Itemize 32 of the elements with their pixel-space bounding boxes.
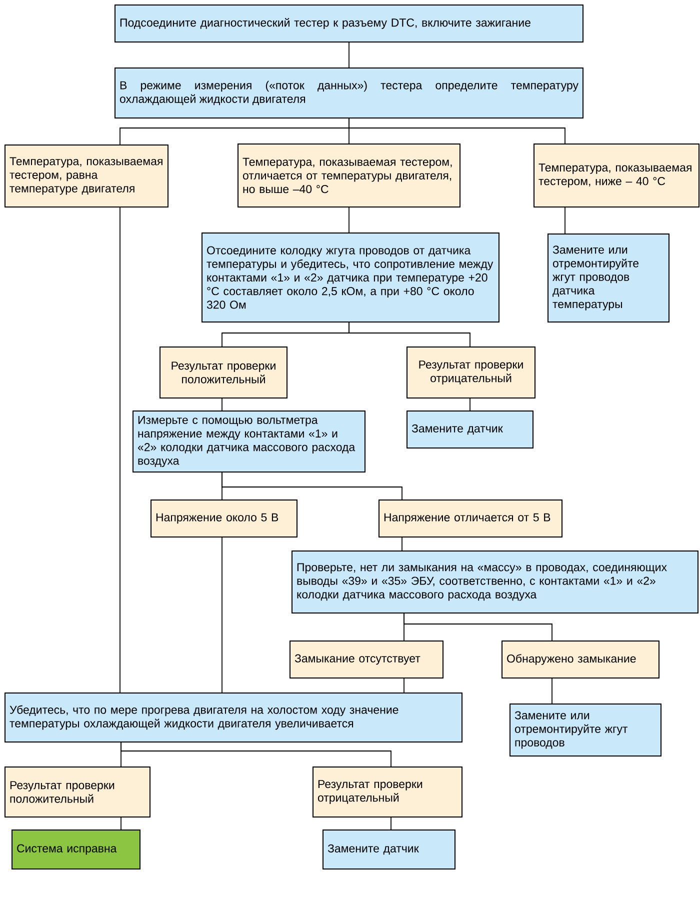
connector-line — [222, 472, 402, 500]
process-box: Проверьте, нет ли замыкания на «массу» в проводах, соединяющих выводы «39» и «35» ЭБУ, соответственно, с контактами «1» и «2» колодки датчика массового расхода воздуха — [292, 550, 698, 614]
connector-line — [348, 206, 350, 234]
process-box: Замените датчик — [406, 410, 534, 448]
condition-box: Результат проверки отрицательный — [406, 346, 536, 398]
condition-box: Напряжение около 5 В — [150, 500, 298, 538]
connector-line — [404, 612, 552, 642]
condition-box: Обнаружено замыкание — [502, 640, 660, 678]
condition-box: Напряжение отличается от 5 В — [378, 500, 562, 538]
connector-line — [348, 42, 350, 68]
connector-line — [348, 118, 566, 144]
connector-line — [120, 742, 392, 768]
process-box: Замените или отремонтируйте жгут проводов — [510, 704, 662, 756]
condition-box: Замыкание отсутствует — [290, 640, 444, 678]
condition-box: Температура, показываемая тестером, равна температуре двигателя — [4, 144, 168, 208]
connector-line — [390, 816, 392, 830]
condition-box: Результат проверки положительный — [160, 346, 288, 398]
condition-box: Температура, показываемая тестером, ниже – 40 °C — [534, 144, 700, 208]
process-box: Замените или отремонтируйте жгут проводов датчика температуры — [548, 234, 670, 322]
condition-box: Результат проверки отрицательный — [312, 766, 462, 818]
condition-box: Результат проверки положительный — [4, 766, 150, 818]
process-box: Подсоедините диагностический тестер к разъему DTC, включите зажигание — [114, 4, 584, 42]
condition-box: Температура, показываемая тестером, отличается от температуры двигателя, но выше –40 °C — [238, 144, 460, 208]
process-box: В режиме измерения («поток данных») тестера определите температуру охлаждающей жидкости двигателя — [114, 68, 584, 118]
process-box: Замените датчик — [322, 830, 456, 870]
result-box: Система исправна — [12, 830, 140, 870]
connector-line — [120, 816, 122, 830]
connector-line — [564, 206, 566, 234]
connector-line — [348, 322, 470, 348]
process-box: Измерьте с помощью вольтметра напряжение между контактами «1» и «2» колодки датчика массового расхода воздуха — [132, 410, 366, 472]
process-box: Убедитесь, что по мере прогрева двигателя на холостом ходу значение температуры охлаждающей жидкости двигателя увеличивается — [4, 692, 462, 742]
process-box: Отсоедините колодку жгута проводов от датчика температуры и убедитесь, что сопротивление между контактами «1» и «2» датчика при температуре +20 °C составляет около 2,5 кОм, а при +80 °C около 320 Ом — [202, 232, 500, 322]
